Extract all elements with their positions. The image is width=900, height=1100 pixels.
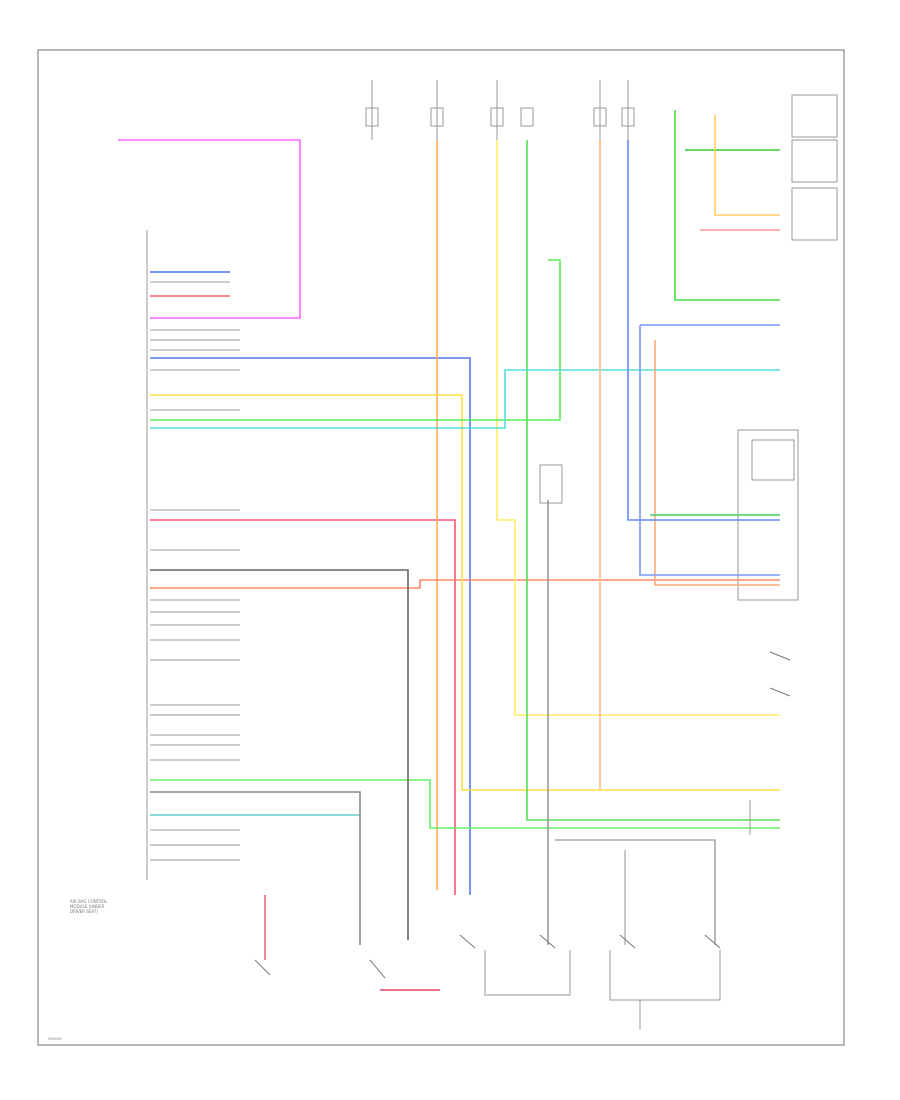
main-module: AIR BAG CONTROL MODULE (UNDER DRIVER SEA… xyxy=(70,230,148,914)
right-switches xyxy=(749,651,791,835)
bottom-switches xyxy=(254,934,721,1030)
pin-leaders xyxy=(150,281,240,861)
right-modules xyxy=(539,94,838,601)
fuse-group xyxy=(365,80,635,140)
diagram-frame xyxy=(37,49,845,1046)
main-module-label: AIR BAG CONTROL MODULE (UNDER DRIVER SEA… xyxy=(70,899,109,914)
page-code: F66006 xyxy=(48,1037,62,1041)
wire-group xyxy=(118,110,780,991)
